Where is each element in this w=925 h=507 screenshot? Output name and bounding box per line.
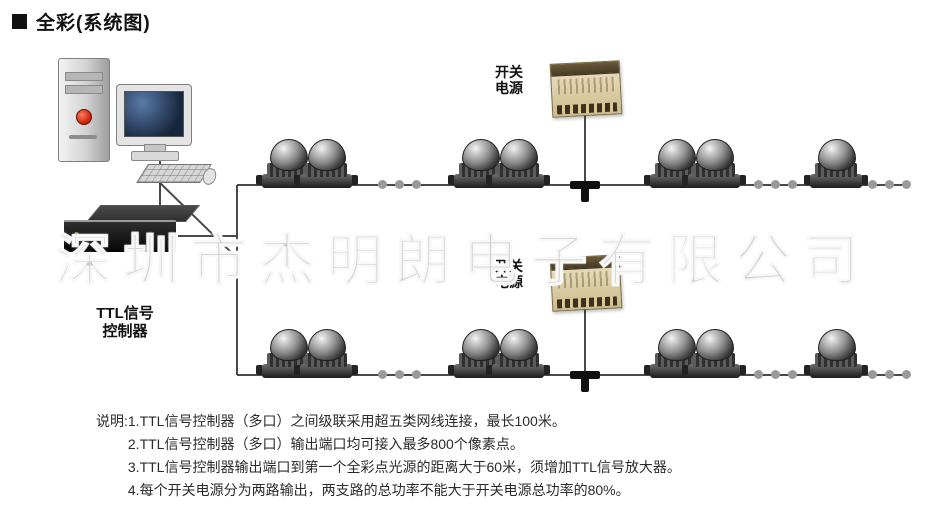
floppy-slot	[69, 135, 97, 139]
ellipsis-dots	[378, 370, 421, 379]
page-title-text: 全彩(系统图)	[36, 13, 151, 34]
psu-label-line2: 电源	[495, 274, 523, 290]
cd-drive-slot	[65, 85, 103, 94]
note-line: 3.TTL信号控制器输出端口到第一个全彩点光源的距离大于60米，须增加TTL信号…	[127, 459, 681, 475]
page-title: 全彩(系统图)	[12, 8, 151, 35]
ellipsis-dots	[868, 370, 911, 379]
led-point-light	[682, 329, 746, 379]
notes-items: 1.TTL信号控制器（多口）之间级联采用超五类网线连接，最长100米。 2.TT…	[128, 410, 681, 502]
note-line: 4.每个开关电源分为两路输出，两支路的总功率不能大于开关电源总功率的80%。	[127, 482, 630, 498]
monitor-base	[131, 151, 179, 161]
ttl-controller-label: TTL信号 控制器	[84, 305, 166, 341]
tee-connector	[570, 371, 600, 393]
controller-indicator-light	[74, 232, 79, 237]
notes-block: 说明: 1.TTL信号控制器（多口）之间级联采用超五类网线连接，最长100米。 …	[96, 410, 681, 502]
led-point-light	[486, 139, 550, 189]
keyboard-icon	[136, 164, 212, 183]
note-line: 1.TTL信号控制器（多口）之间级联采用超五类网线连接，最长100米。	[127, 413, 566, 429]
notes-prefix: 说明:	[96, 413, 128, 429]
computer-tower-icon	[58, 58, 110, 162]
psu-label-line1: 开关	[495, 64, 523, 80]
led-point-light	[804, 329, 868, 379]
note-line: 2.TTL信号控制器（多口）输出端口均可接入最多800个像素点。	[127, 436, 524, 452]
ttl-controller-label-line1: TTL信号	[96, 305, 154, 322]
cd-drive-slot	[65, 72, 103, 81]
led-point-light	[294, 329, 358, 379]
psu-cover	[550, 61, 620, 77]
psu-vents	[557, 76, 615, 95]
ellipsis-dots	[754, 370, 797, 379]
company-watermark: 深圳市杰明朗电子有限公司	[54, 228, 871, 293]
ttl-controller-label-line2: 控制器	[102, 323, 148, 340]
power-supply-label: 开关 电源	[492, 64, 526, 96]
psu-label-line2: 电源	[495, 80, 523, 96]
led-point-light	[682, 139, 746, 189]
led-point-light	[256, 329, 320, 379]
led-point-light	[486, 329, 550, 379]
ttl-controller-box	[64, 220, 176, 252]
ellipsis-dots	[378, 180, 421, 189]
ellipsis-dots	[868, 180, 911, 189]
power-supply-label: 开关 电源	[492, 258, 526, 290]
title-bullet-icon	[12, 14, 27, 29]
monitor-screen	[124, 91, 184, 137]
psu-terminals	[556, 102, 618, 115]
ellipsis-dots	[754, 180, 797, 189]
power-button-icon	[76, 109, 92, 125]
led-point-light	[804, 139, 868, 189]
power-supply-unit	[549, 60, 623, 118]
led-point-light	[294, 139, 358, 189]
psu-label-line1: 开关	[495, 258, 523, 274]
tee-connector	[570, 181, 600, 203]
monitor-icon	[116, 84, 192, 146]
psu-terminals	[556, 296, 618, 309]
